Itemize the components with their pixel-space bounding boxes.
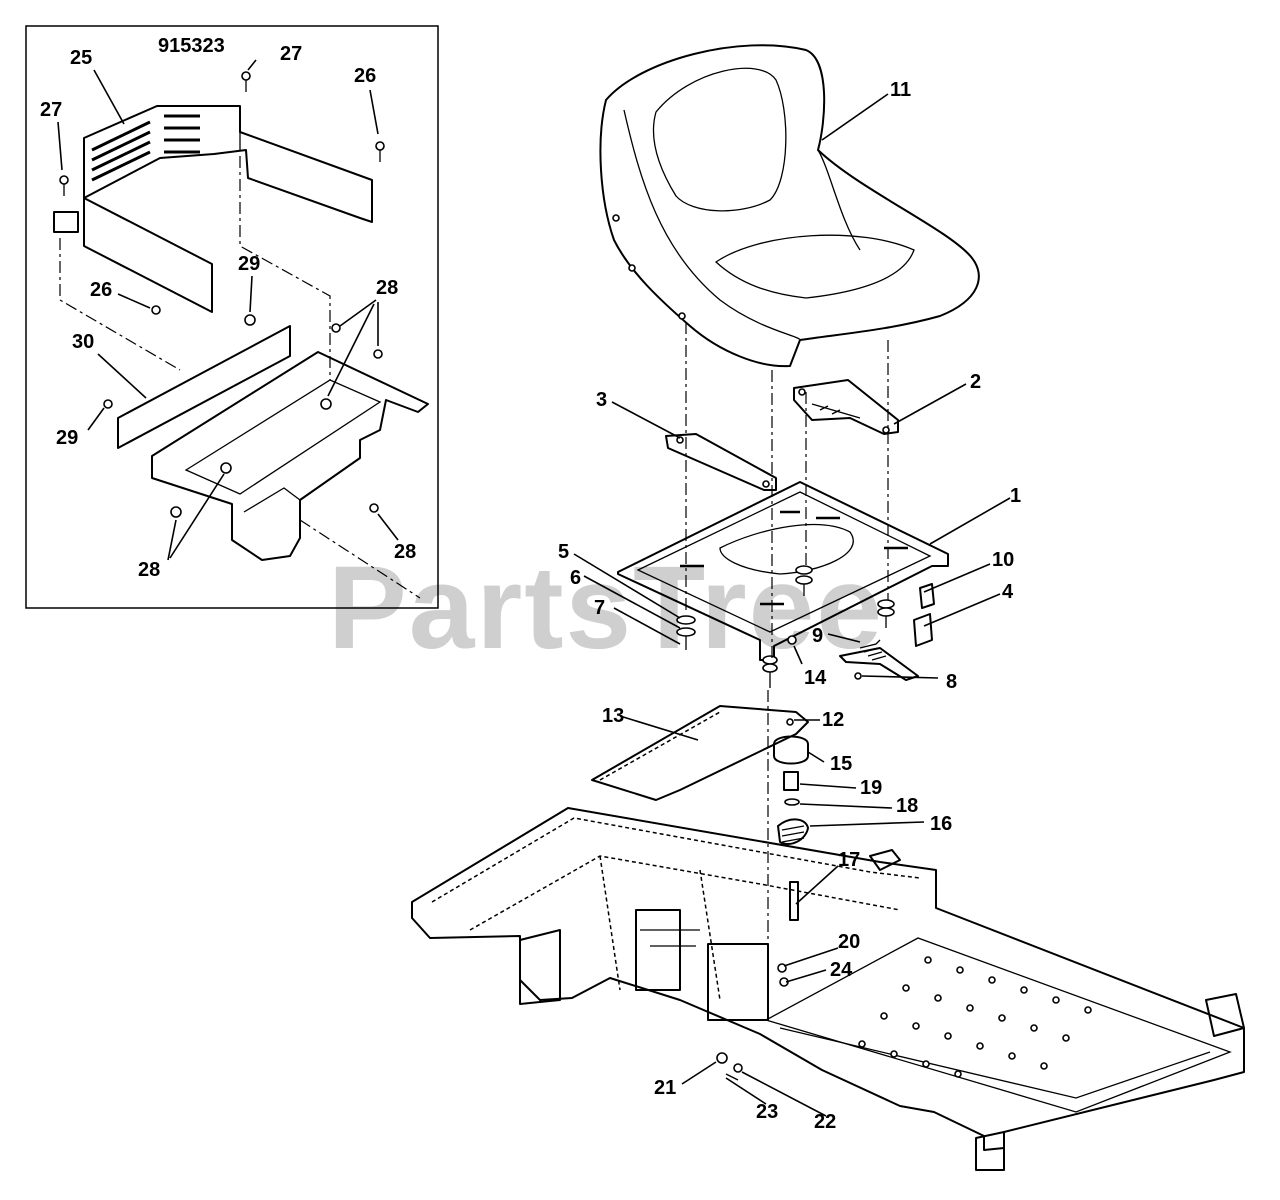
callout-26-top: 26 (354, 65, 376, 87)
inset-hardware (59, 71, 385, 518)
callout-14: 14 (804, 667, 827, 689)
callout-3: 3 (596, 389, 607, 411)
callout-29-top: 29 (238, 253, 260, 275)
inset-frame-drawing (59, 156, 429, 599)
seat-suspension-drawing (716, 718, 809, 1081)
callout-26-lower: 26 (90, 279, 112, 301)
callout-29-left: 29 (56, 427, 78, 449)
callout-13: 13 (602, 705, 624, 727)
inset-model-number: 915323 (158, 35, 225, 57)
callout-20: 20 (838, 931, 860, 953)
callout-28-lower-right: 28 (394, 541, 416, 563)
callout-16: 16 (930, 813, 952, 835)
callout-12: 12 (822, 709, 844, 731)
callout-25: 25 (70, 47, 92, 69)
callout-30: 30 (72, 331, 94, 353)
callout-7: 7 (594, 597, 605, 619)
callout-17: 17 (838, 849, 860, 871)
callout-11: 11 (890, 79, 911, 101)
inset-panel: 915323 (25, 25, 439, 609)
chassis-frame-drawing (411, 705, 1245, 1171)
seat-pan-hardware (676, 565, 935, 688)
callout-19: 19 (860, 777, 882, 799)
rear-panel-drawing (53, 105, 373, 313)
callout-28-lower-left: 28 (138, 559, 160, 581)
callout-23: 23 (756, 1101, 778, 1123)
leader-lines (573, 93, 1011, 1117)
seat-drawing (599, 44, 980, 368)
floor-plate-holes (858, 956, 1092, 1078)
callout-10: 10 (992, 549, 1014, 571)
callout-27-top: 27 (280, 43, 302, 65)
callout-labels: 1 2 3 4 5 6 7 8 9 10 11 12 13 14 15 16 1… (40, 43, 1021, 1133)
callout-28-upper: 28 (376, 277, 398, 299)
callout-24: 24 (830, 959, 853, 981)
seat-pan-drawing (617, 481, 949, 661)
callout-6: 6 (570, 567, 581, 589)
callout-2: 2 (970, 371, 981, 393)
callout-21: 21 (654, 1077, 676, 1099)
callout-4: 4 (1002, 581, 1014, 603)
callout-1: 1 (1010, 485, 1021, 507)
callout-27-left: 27 (40, 99, 62, 121)
callout-8: 8 (946, 671, 957, 693)
callout-9: 9 (812, 625, 823, 647)
callout-18: 18 (896, 795, 918, 817)
callout-15: 15 (830, 753, 852, 775)
callout-22: 22 (814, 1111, 836, 1133)
seat-bracket-drawings (665, 379, 899, 491)
callout-5: 5 (558, 541, 569, 563)
